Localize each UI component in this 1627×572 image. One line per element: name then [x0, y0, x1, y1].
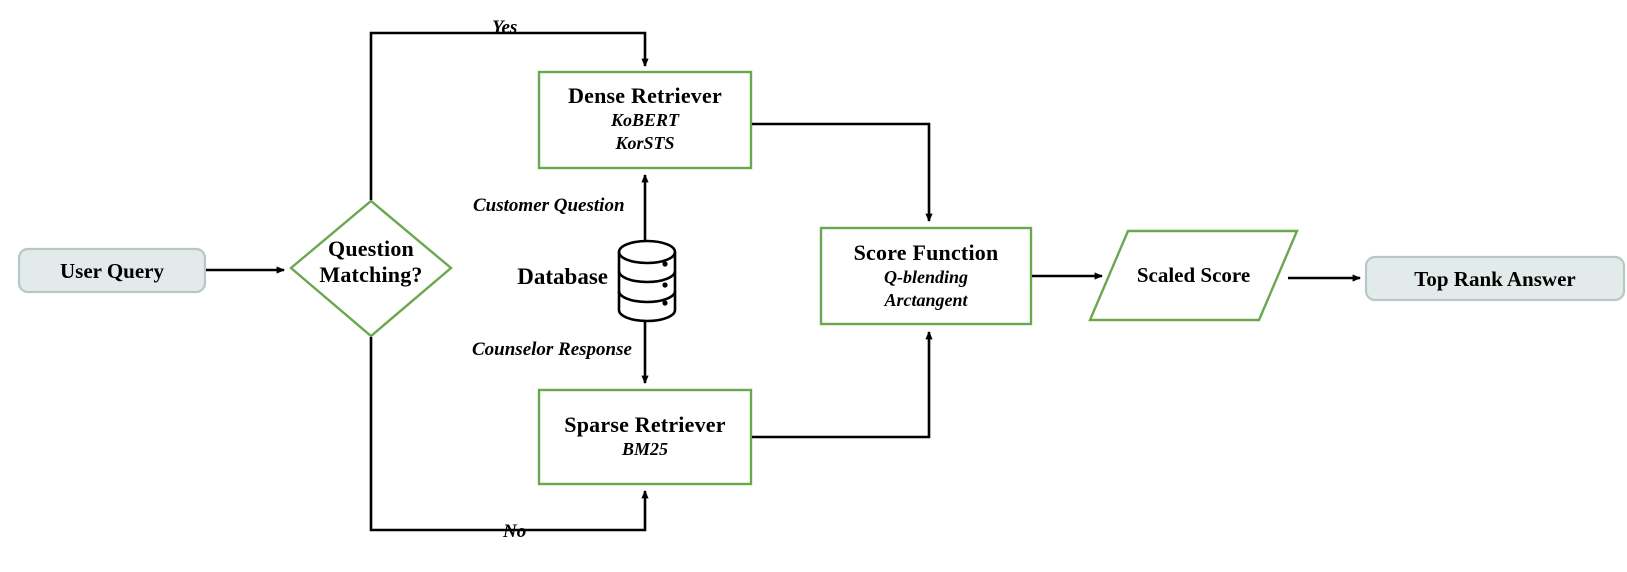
top-rank-answer-shape[interactable] — [1364, 255, 1626, 302]
edge-dense-retriever-to-score-function — [752, 122, 933, 222]
edge-label-customer-question: Customer Question — [473, 195, 625, 216]
question-matching-shape[interactable] — [289, 199, 453, 338]
edge-label-no: No — [503, 521, 527, 542]
edge-label-yes: Yes — [492, 17, 518, 38]
scaled-score-shape[interactable] — [1088, 229, 1299, 322]
edge-no-to-sparse-retriever — [369, 337, 649, 532]
database-icon — [617, 239, 677, 323]
edge-label-counselor-response: Counselor Response — [472, 339, 632, 360]
edge-sparse-retriever-to-score-function — [752, 331, 933, 439]
sparse-retriever-shape[interactable] — [537, 388, 753, 486]
edge-yes-to-dense-retriever — [369, 31, 649, 200]
dense-retriever-shape[interactable] — [537, 70, 753, 170]
user-query-shape[interactable] — [17, 247, 207, 294]
score-function-shape[interactable] — [819, 226, 1033, 326]
database-icon-dots — [662, 261, 668, 306]
